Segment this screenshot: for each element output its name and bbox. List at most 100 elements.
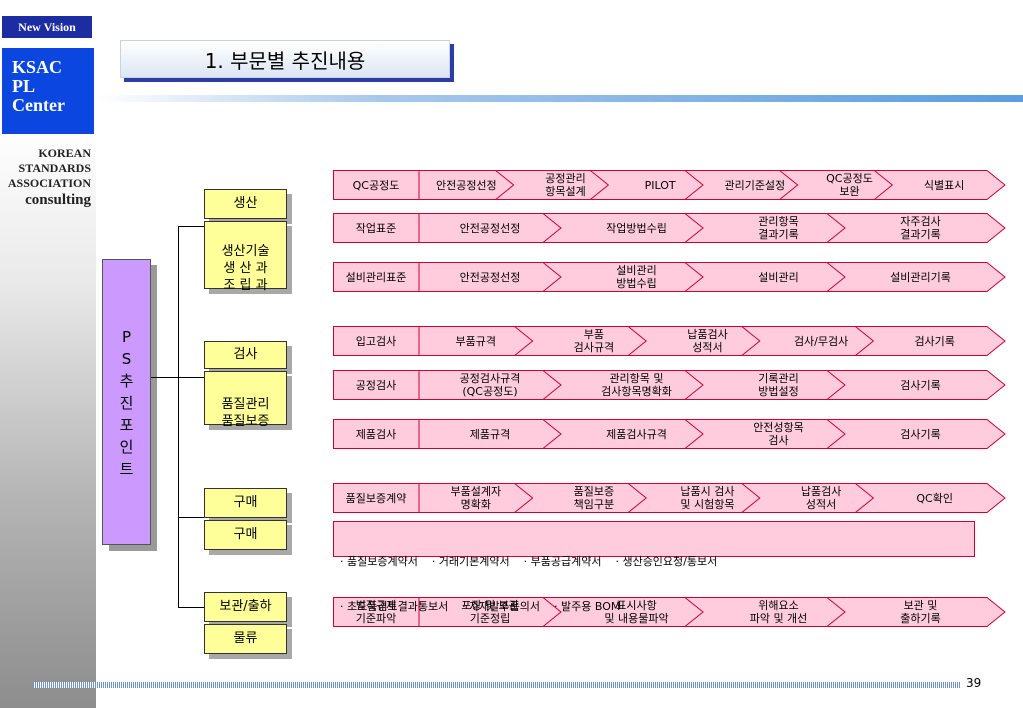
process-row-outline [333, 419, 1006, 449]
ps-point-label: P S 추 진 포 인 트 [119, 328, 134, 478]
connector-ps-horizontal [151, 377, 178, 378]
ksac-logo: KSAC PL Center [2, 48, 94, 134]
connector-purchase [178, 517, 204, 518]
purchase-notes-line-2: · 초도품검토결과통보서 · 자재발주품의서 · 발주용 BOM [340, 600, 621, 613]
process-step: 자주검사 결과기록 [900, 215, 941, 241]
category-label: 생산 [233, 196, 258, 211]
process-step: 표시사항 및 내용물파악 [604, 599, 669, 625]
process-step: 납품검사 성적서 [687, 328, 728, 354]
process-row-shapes [333, 326, 1006, 356]
new-vision-label: New Vision [2, 16, 92, 38]
process-step: 작업방법수립 [606, 221, 667, 235]
process-step: 안전공정선정 [435, 178, 497, 192]
process-row-shapes [333, 370, 1006, 400]
process-step: 설비관리기록 [890, 270, 951, 284]
process-row-shapes [333, 597, 1006, 627]
step-divider [627, 326, 647, 356]
process-step: QC확인 [916, 491, 953, 505]
category-label: 검사 [233, 347, 258, 362]
process-step: 작업표준 [355, 221, 397, 235]
process-step: 부품규격 [455, 334, 497, 348]
process-step: 납품시 검사 및 시험항목 [680, 485, 735, 511]
process-row-shapes [333, 262, 1006, 292]
step-divider [741, 326, 761, 356]
step-divider [826, 213, 846, 243]
process-step: 부품설계자 명확화 [450, 485, 502, 511]
process-row-outline [333, 370, 1006, 400]
step-divider [495, 170, 515, 200]
process-row: 품질보증계약 부품설계자 명확화 품질보증 책임구분 납품시 검사 및 시험항목 납품검… [333, 483, 1006, 513]
step-divider [684, 170, 704, 200]
step-divider [684, 419, 704, 449]
connector-trunk [178, 226, 179, 607]
process-row-outline [333, 213, 1006, 243]
step-divider [779, 170, 799, 200]
process-step: 보관 및 출하기록 [900, 599, 941, 625]
process-step: 검사기록 [900, 378, 941, 392]
step-divider [627, 483, 647, 513]
process-step: 안전공정선정 [459, 270, 521, 284]
process-step: 포장 및 보관 기준정립 [461, 599, 519, 625]
process-step: 설비관리표준 [345, 270, 407, 284]
process-step: 위해요소 파악 및 개선 [749, 599, 808, 625]
step-divider [542, 597, 562, 627]
process-row-shapes [333, 483, 1006, 513]
process-step: 공정관리 항목설계 [545, 172, 586, 198]
left-sidebar: New Vision KSAC PL Center KOREAN STANDAR… [0, 0, 96, 708]
process-step: 관리항목 결과기록 [758, 215, 799, 241]
ps-point-box: P S 추 진 포 인 트 [102, 259, 151, 545]
org-line-3: ASSOCIATION [7, 176, 91, 190]
process-step: 제품규격 [469, 427, 511, 441]
purchase-documents-box: · 품질보증계약서 · 거래기본계약서 · 부품공급계약서 · 생산승인요청/통… [333, 521, 975, 613]
process-row: 작업표준 안전공정선정 작업방법수립 관리항목 결과기록 자주검사 결과기록 [333, 213, 1006, 243]
process-step: 공정검사규격 (QC공정도) [459, 372, 521, 398]
process-row-shapes [333, 213, 1006, 243]
process-step: 검사/무검사 [793, 334, 849, 348]
process-row-outline [333, 597, 1006, 627]
ksac-line-2: PL [12, 76, 36, 96]
process-step: 설비관리 방법수립 [616, 264, 657, 290]
process-step: PILOT [644, 178, 676, 192]
category-storage-head: 보관/출하 [204, 592, 287, 622]
process-step: 안전공정선정 [459, 221, 521, 235]
step-divider [684, 597, 704, 627]
step-divider [855, 483, 875, 513]
footer-rule [33, 682, 960, 688]
step-divider [826, 370, 846, 400]
process-step: 관리항목 및 검사항목명확화 [601, 372, 672, 398]
step-divider [542, 419, 562, 449]
step-divider [684, 262, 704, 292]
category-sublabel: 물류 [233, 631, 258, 646]
process-row-outline [333, 170, 1006, 200]
step-divider [684, 213, 704, 243]
process-step: 품질보증계약 [345, 491, 407, 505]
category-production-head: 생산 [204, 189, 287, 219]
org-line-2: STANDARDS [18, 161, 91, 175]
title-divider [96, 95, 1023, 102]
category-sublabel: 생산기술 생 산 과 조 립 과 [221, 244, 270, 293]
step-divider [542, 262, 562, 292]
org-subtitle: consulting [25, 192, 91, 208]
process-step: 납품검사 성적서 [800, 485, 842, 511]
step-divider [741, 483, 761, 513]
slide-title-box: 1. 부문별 추진내용 [120, 40, 450, 78]
step-divider [590, 170, 610, 200]
category-sublabel: 품질관리 품질보증 [221, 397, 270, 429]
org-line-1: KOREAN [38, 146, 91, 160]
step-divider [826, 597, 846, 627]
step-divider [514, 326, 534, 356]
connector-production [178, 226, 204, 227]
step-divider [542, 370, 562, 400]
category-purchase-head: 구매 [204, 488, 287, 518]
process-step: 품질보증 책임구분 [573, 485, 615, 511]
category-sublabel: 구매 [233, 527, 258, 542]
category-purchase-sub: 구매 [204, 520, 287, 550]
category-label: 구매 [233, 495, 258, 510]
org-name: KOREAN STANDARDS ASSOCIATION consulting [8, 146, 91, 209]
step-divider [826, 419, 846, 449]
step-divider [874, 170, 894, 200]
